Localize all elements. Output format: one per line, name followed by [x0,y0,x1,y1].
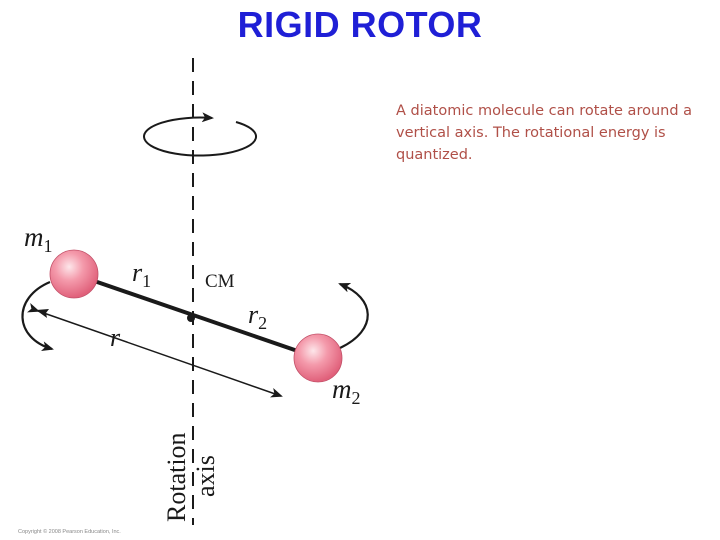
label-m2: m2 [332,374,361,408]
description-text: A diatomic molecule can rotate around a … [396,103,693,163]
label-cm: CM [205,271,235,292]
atom-m1 [49,249,99,299]
label-r: r [110,323,121,352]
slide-title: RIGID ROTOR [237,4,483,45]
copyright-text: Copyright © 2008 Pearson Education, Inc. [18,529,121,535]
top-rotation-arrow [143,112,258,157]
label-r1: r1 [132,258,151,291]
center-of-mass-dot [187,314,195,322]
label-r2: r2 [248,300,267,333]
label-rotation-axis-line2: axis [191,455,220,497]
label-m1: m1 [24,222,53,256]
distance-r-arrow-start-head [36,309,49,318]
atom-m2 [293,333,343,383]
label-rotation-axis-line1: Rotation [162,432,191,522]
distance-r-arrow [26,302,283,398]
left-rotation-arrow [21,280,54,352]
right-rotation-arrow [338,282,369,349]
